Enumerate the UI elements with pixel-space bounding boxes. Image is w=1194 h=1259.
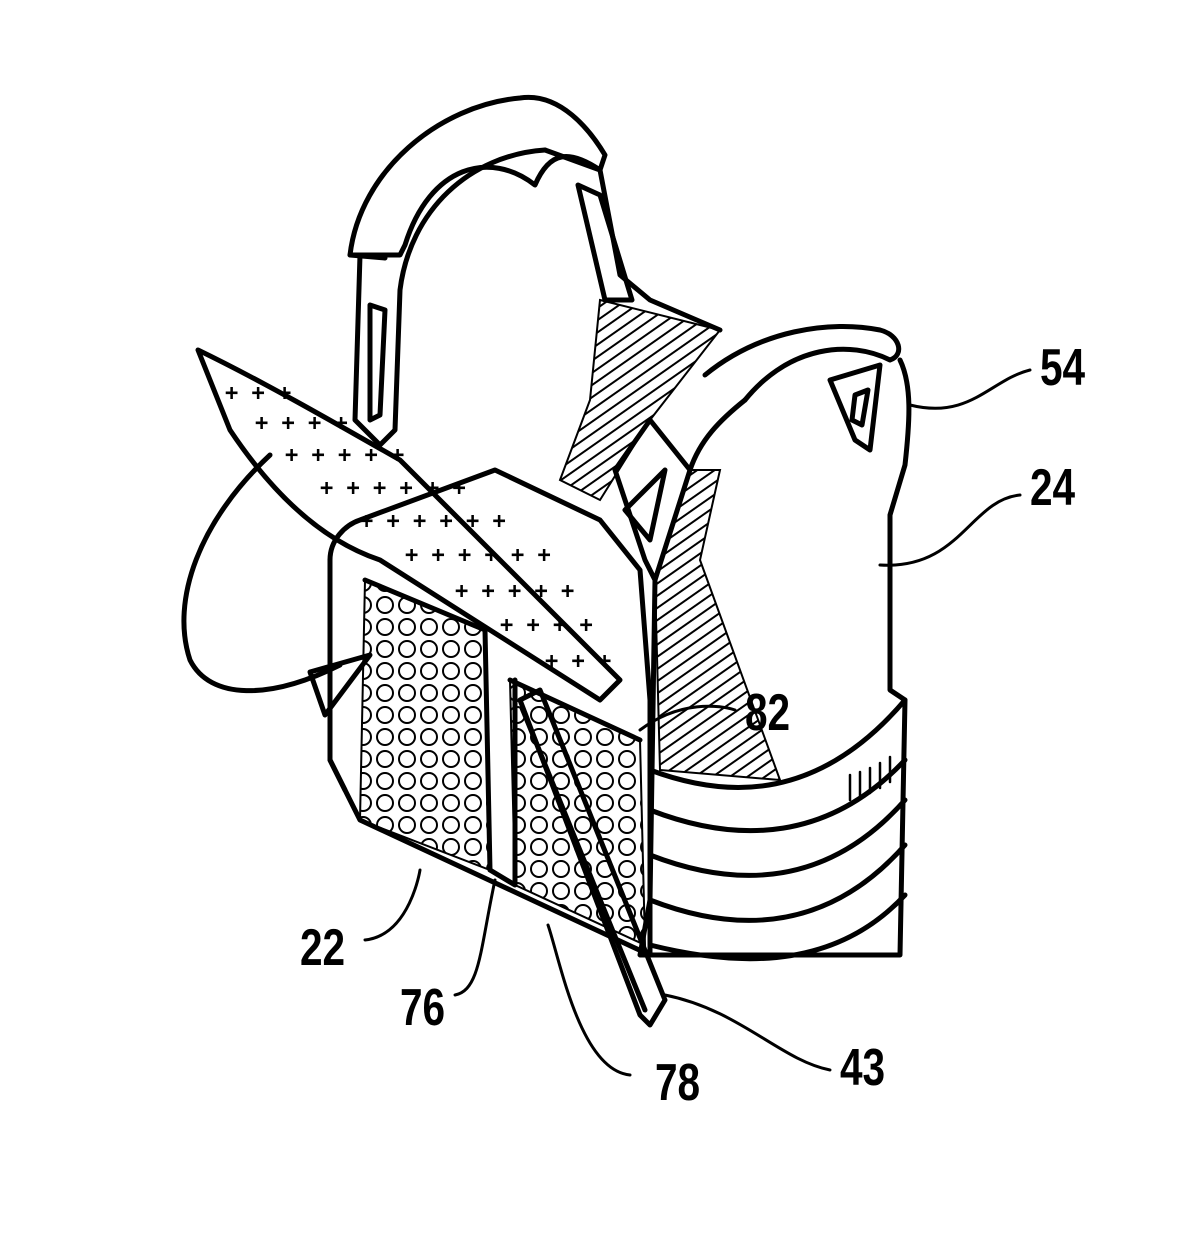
svg-text:+ + + +: + + + + xyxy=(255,411,348,436)
front-panel xyxy=(615,326,909,958)
svg-text:+ + + + + +: + + + + + + xyxy=(360,509,506,534)
label-22: 22 xyxy=(300,918,345,976)
svg-text:+ + + + + +: + + + + + + xyxy=(405,543,551,568)
svg-text:+ + + + +: + + + + + xyxy=(455,579,574,604)
svg-text:+ + +: + + + xyxy=(225,381,291,406)
label-76: 76 xyxy=(400,978,445,1036)
svg-text:+ + + +: + + + + xyxy=(500,613,593,638)
svg-text:+ + +: + + + xyxy=(545,649,611,674)
svg-text:+ + + + + +: + + + + + + xyxy=(320,476,466,501)
label-78: 78 xyxy=(655,1053,700,1111)
label-54: 54 xyxy=(1040,338,1085,396)
label-82: 82 xyxy=(745,683,790,741)
label-43: 43 xyxy=(840,1038,885,1096)
svg-text:+ + + + +: + + + + + xyxy=(285,443,404,468)
label-24: 24 xyxy=(1030,458,1075,516)
